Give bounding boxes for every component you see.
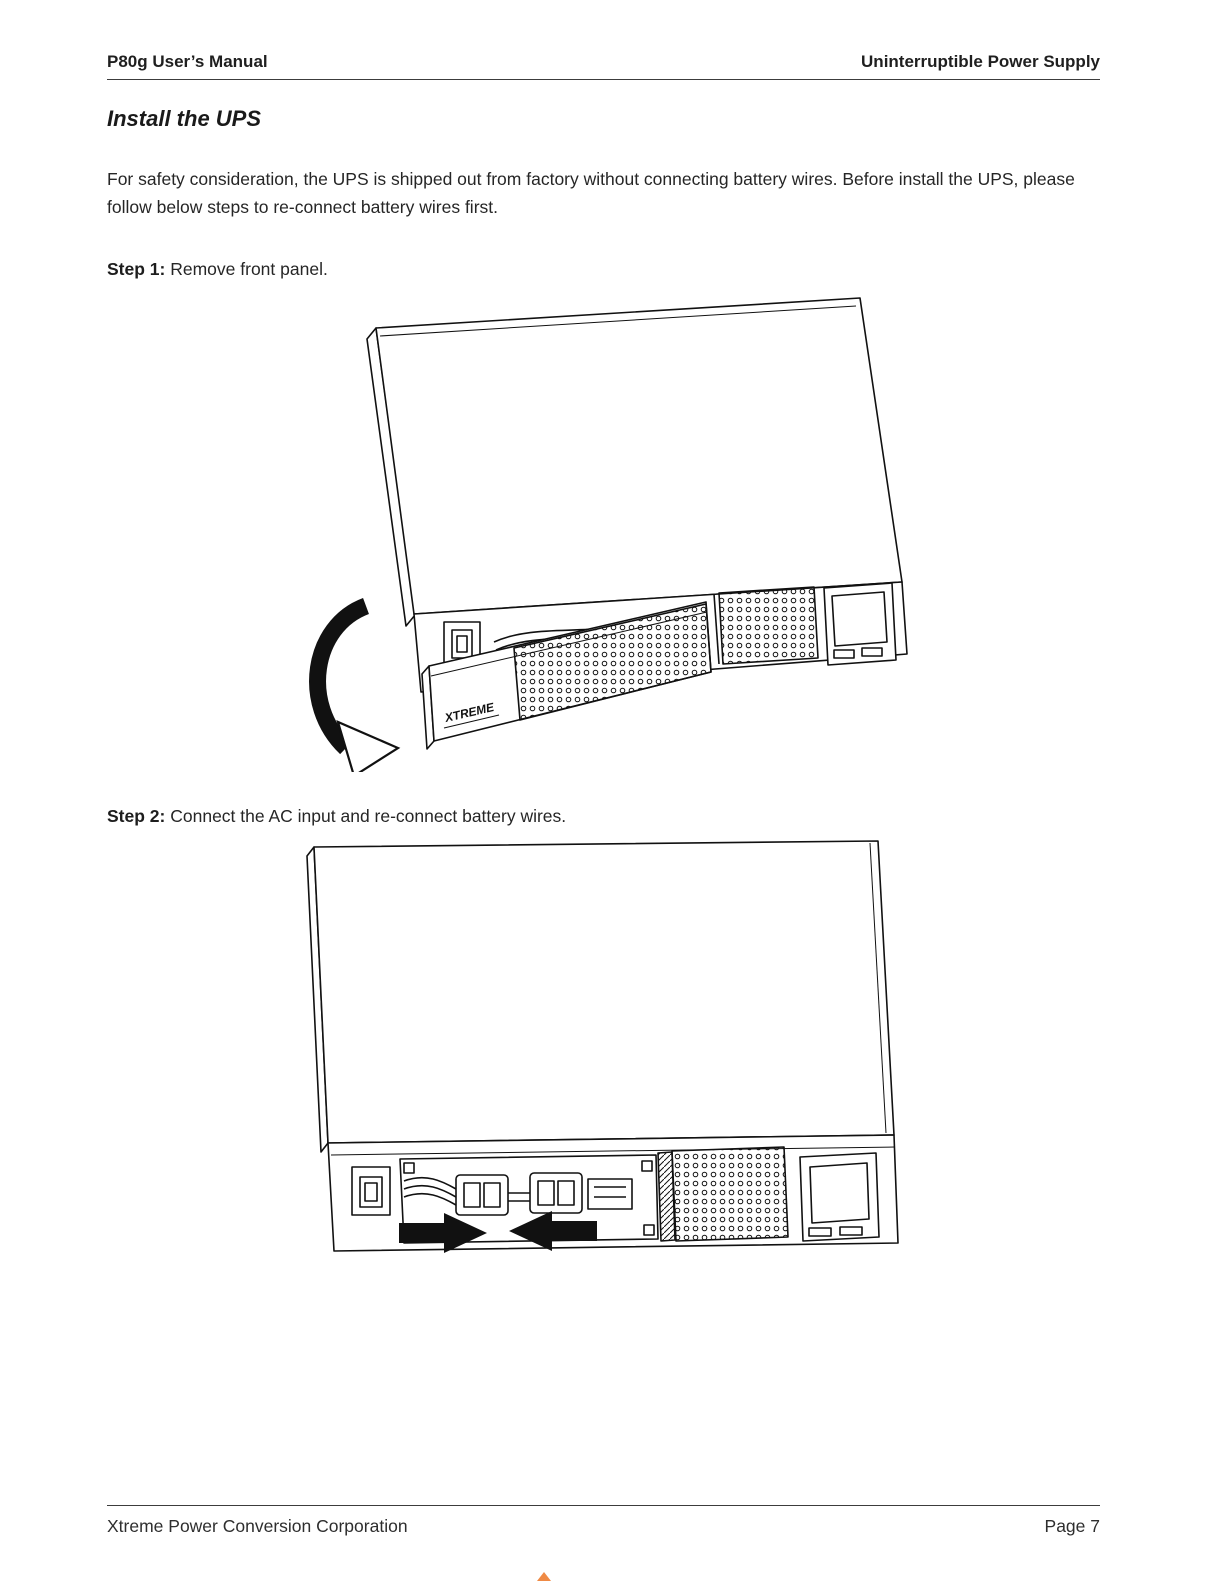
push-inward-arrows [398,1211,597,1254]
figure-remove-front-panel: XTREME [294,290,914,773]
removed-front-panel: XTREME [420,601,712,751]
step-1-label: Step 1: [107,259,166,280]
battery-connectors [454,1172,633,1217]
battery-wires [403,1177,530,1206]
bottom-center-artifact [537,1572,551,1581]
step-2-text: Connect the AC input and re-connect batt… [170,806,567,827]
step-2-label: Step 2: [107,806,166,827]
step-2-line: Step 2: Connect the AC input and re-conn… [107,806,1100,827]
page-footer: Xtreme Power Conversion Corporation Page… [107,1505,1100,1537]
step-1-text: Remove front panel. [170,259,328,280]
panel-edge-hatch [656,1151,676,1243]
vent-mesh-right [717,586,819,666]
header-right-title: Uninterruptible Power Supply [861,52,1100,71]
page-header: P80g User’s Manual Uninterruptible Power… [107,52,1100,80]
vent-mesh-right [670,1146,789,1243]
arrow-left-icon [508,1211,597,1252]
lcd-display [822,582,897,667]
remove-front-panel-illustration: XTREME [308,297,908,773]
ups-top-face [374,297,903,616]
ups-top-face [312,840,895,1145]
header-left-title: P80g User’s Manual [107,52,268,71]
connect-battery-wires-illustration [305,840,899,1254]
arrow-right-icon [398,1213,487,1254]
footer-company: Xtreme Power Conversion Corporation [107,1516,408,1536]
lcd-display [798,1152,880,1243]
rotate-arrow-icon [308,598,400,773]
step-1-line: Step 1: Remove front panel. [107,259,1100,280]
figure-connect-battery-wires [304,837,904,1257]
intro-paragraph: For safety consideration, the UPS is shi… [107,169,1075,217]
vent-mesh-panel [512,603,712,722]
footer-page-number: Page 7 [1044,1516,1100,1536]
section-title: Install the UPS [107,106,262,131]
